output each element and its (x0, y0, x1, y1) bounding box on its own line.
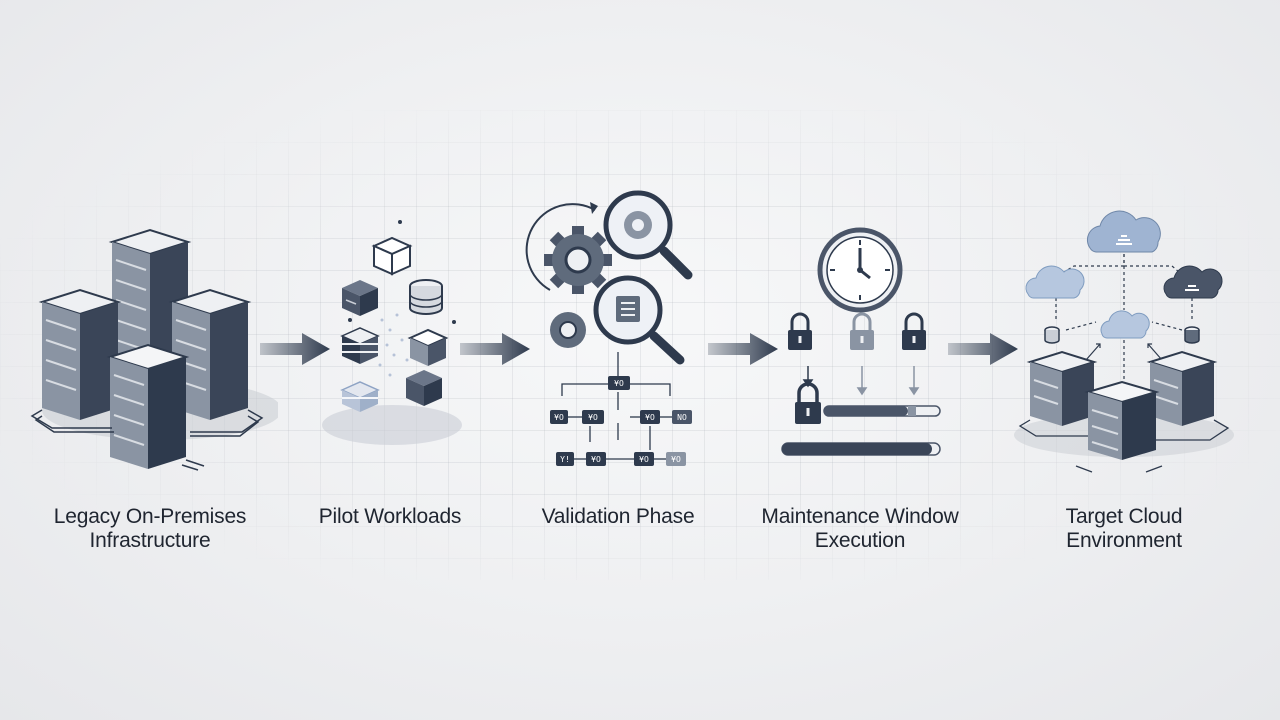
flow-node-label: ¥O (588, 413, 598, 422)
flow-node-label: NO (677, 413, 687, 422)
cloud-icon (1163, 265, 1223, 299)
server-rack-icon (30, 228, 278, 471)
progress-bar (823, 405, 941, 417)
flow-arrow-3 (708, 333, 778, 365)
flow-arrow-2 (460, 333, 530, 365)
pilot-workloads-illustration (262, 170, 518, 480)
arrow-right-icon (708, 333, 778, 365)
flow-node-label: ¥O (639, 455, 649, 464)
flow-node-label: ¥O (645, 413, 655, 422)
flow-node-label: Y! (560, 455, 570, 464)
clock-lock-icon (781, 227, 941, 456)
flow-node-label: ¥O (614, 379, 624, 388)
flow-node-label: ¥O (554, 413, 564, 422)
gear-magnifier-icon: ¥O ¥O ¥O ¥O NO Y! ¥O ¥O ¥O (525, 190, 693, 466)
flow-node-label: ¥O (671, 455, 681, 464)
flow-arrow-4 (948, 333, 1018, 365)
stage-label-pilot: Pilot Workloads (262, 505, 518, 529)
stage-label-text: Validation Phase (541, 505, 695, 528)
flow-arrow-1 (260, 333, 330, 365)
stage-label-text: Pilot Workloads (318, 505, 462, 528)
stage-label-text: Legacy On-Premises Infrastructure (53, 505, 247, 552)
database-icon (1184, 326, 1200, 344)
lock-icon (850, 312, 874, 350)
cloud-icon (1025, 265, 1085, 299)
stage-label-text: Target Cloud Environment (1065, 505, 1183, 552)
progress-bar (781, 442, 941, 456)
validation-phase-illustration: ¥O ¥O ¥O ¥O NO Y! ¥O ¥O ¥O (490, 170, 746, 480)
stage-label-legacy: Legacy On-Premises Infrastructure (22, 505, 278, 553)
target-cloud-illustration (996, 170, 1252, 480)
lock-icon (795, 382, 821, 424)
legacy-servers-illustration (22, 170, 278, 480)
arrow-right-icon (260, 333, 330, 365)
stage-label-target: Target Cloud Environment (996, 505, 1252, 553)
lock-icon (788, 312, 812, 350)
stage-label-validation: Validation Phase (490, 505, 746, 529)
cubes-icon (322, 220, 462, 445)
stage-label-maintenance: Maintenance Window Execution (732, 505, 988, 553)
clock-icon (817, 227, 903, 313)
cloud-server-icon (1014, 210, 1234, 473)
maintenance-window-illustration (732, 170, 988, 480)
lock-icon (902, 312, 926, 350)
database-icon (1044, 326, 1060, 344)
flow-node-label: ¥O (591, 455, 601, 464)
stage-label-text: Maintenance Window Execution (761, 505, 959, 552)
arrow-right-icon (460, 333, 530, 365)
arrow-right-icon (948, 333, 1018, 365)
cloud-icon (1100, 310, 1150, 339)
cloud-icon (1086, 210, 1161, 253)
